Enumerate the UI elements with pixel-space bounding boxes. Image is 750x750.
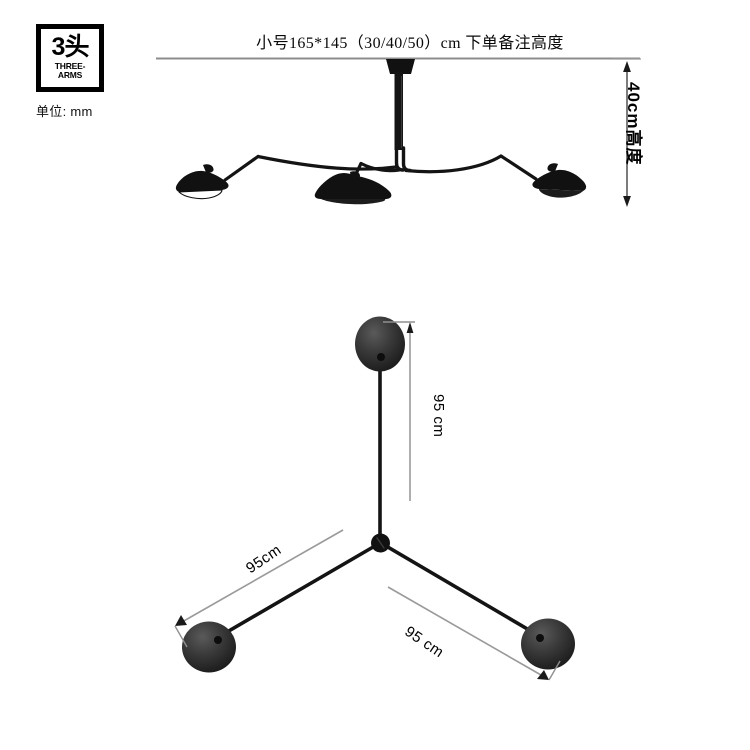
plan-dimension-arrow-drop xyxy=(406,322,414,333)
arm-count-badge: 3头 THREE- ARMS 单位: mm xyxy=(36,24,132,120)
arm-left xyxy=(256,154,398,171)
badge-box: 3头 THREE- ARMS xyxy=(36,24,104,92)
plan-dimension-label-arm-right: 95 cm xyxy=(401,623,447,662)
plan-shade-top xyxy=(355,316,405,372)
ceiling-canopy xyxy=(386,59,415,74)
arm-right xyxy=(404,154,503,174)
shade-left xyxy=(175,170,229,192)
shade-right-rim xyxy=(539,189,583,198)
plan-shade-left-knob xyxy=(214,636,222,644)
plan-dimension-arrow-arm-left xyxy=(175,615,187,626)
plan-center-hub xyxy=(371,533,390,553)
shade-right-knuckle xyxy=(547,163,558,172)
plan-arm-left xyxy=(213,541,382,641)
plan-shade-left xyxy=(182,621,236,673)
dimension-arrow-head-bottom xyxy=(623,196,631,207)
center-stem xyxy=(394,72,403,150)
arm-middle-drop xyxy=(353,161,363,178)
stem-fork-left xyxy=(394,146,405,172)
shade-left-rim xyxy=(178,189,223,200)
plan-dimension-line-arm-left xyxy=(181,529,344,623)
arm-middle xyxy=(359,161,401,173)
dimension-arrow-head-top xyxy=(623,61,631,72)
dimension-label-height: 40cm高度 xyxy=(624,82,643,166)
arm-right-elbow xyxy=(499,154,538,181)
plan-dimension-extension-arm-left xyxy=(174,625,188,648)
badge-sub-label: THREE- ARMS xyxy=(54,61,86,80)
plan-arm-right xyxy=(379,541,543,639)
shade-middle-knuckle xyxy=(350,171,360,180)
plan-center-hub-highlight xyxy=(376,537,385,549)
stem-fork-right xyxy=(401,146,412,173)
badge-sub-line-2: ARMS xyxy=(57,69,83,80)
plan-dimension-label-arm-left: 95cm xyxy=(243,541,285,578)
shade-middle xyxy=(314,173,392,199)
arm-left-elbow xyxy=(223,154,260,182)
plan-shade-top-knob xyxy=(377,353,385,361)
shade-left-knuckle xyxy=(203,164,214,173)
plan-shade-right-knob xyxy=(536,634,544,642)
plan-dimension-extension-arm-right xyxy=(548,660,561,681)
shade-right xyxy=(532,169,587,191)
shade-middle-rim xyxy=(321,199,386,205)
badge-main-label: 3头 xyxy=(51,33,90,62)
badge-sub-line-1: THREE- xyxy=(54,61,86,72)
plan-shade-right xyxy=(521,618,575,670)
page-title: 小号165*145（30/40/50）cm 下单备注高度 xyxy=(256,35,564,52)
plan-dimension-arrow-arm-right xyxy=(537,670,549,680)
badge-inner: 3头 THREE- ARMS xyxy=(41,29,99,87)
plan-dimension-label-drop: 95 cm xyxy=(430,394,447,438)
unit-label: 单位: mm xyxy=(36,104,93,119)
